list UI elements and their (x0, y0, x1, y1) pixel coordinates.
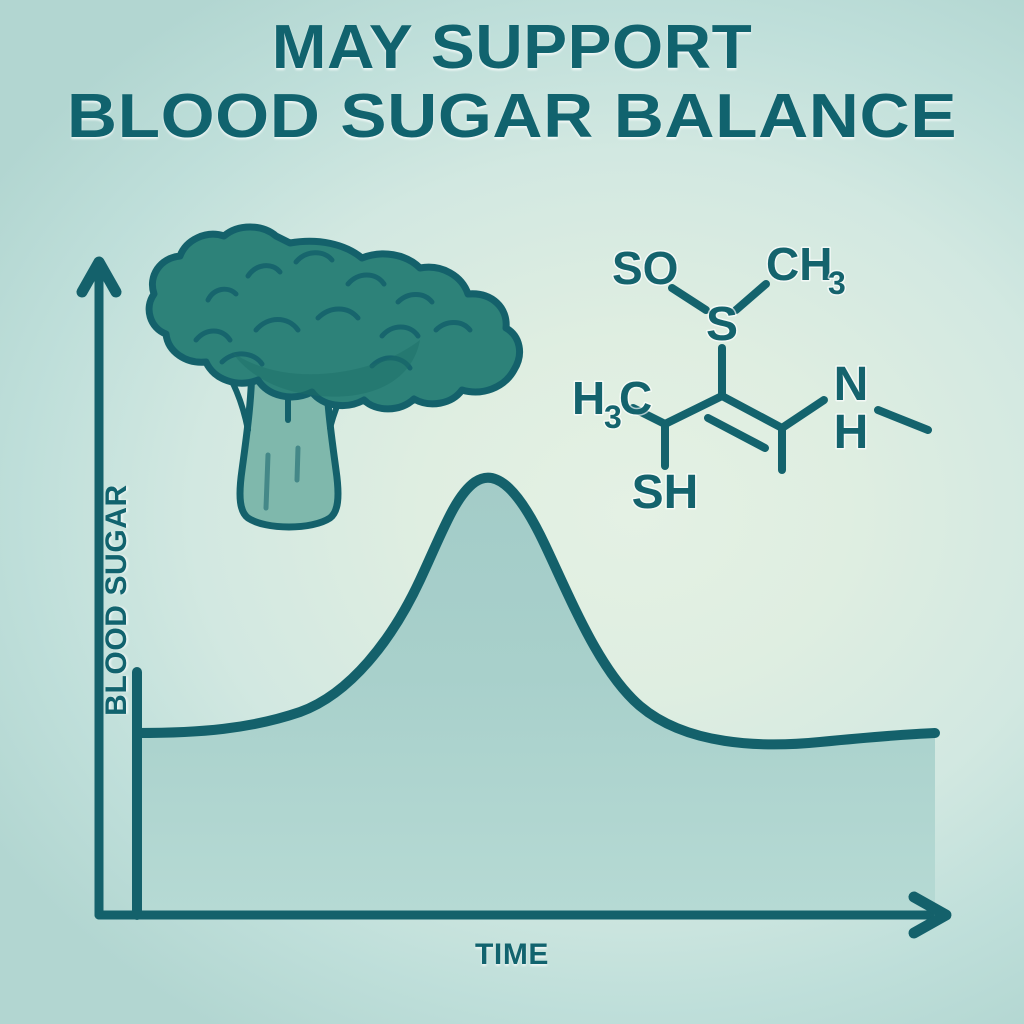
label-ch3: CH (766, 238, 832, 290)
broccoli-bump-8 (315, 306, 361, 321)
x-axis-label: TIME (474, 938, 550, 971)
broccoli-bump-5 (395, 292, 435, 305)
broccoli-bump-3 (293, 250, 335, 265)
title-line-2: BLOOD SUGAR BALANCE (66, 82, 958, 152)
broccoli-bump-2 (245, 263, 283, 279)
y-axis-arrowhead-icon (76, 256, 122, 298)
label-h3c-h: H (572, 372, 605, 424)
label-so: SO (612, 242, 678, 294)
broccoli-floret-mass (145, 223, 524, 413)
bond-chleft-h3c (629, 404, 669, 428)
label-h3c-c: C (619, 372, 652, 424)
bond-n-tail (874, 406, 932, 434)
title-line-1: MAY SUPPORT (271, 13, 753, 82)
broccoli-bump-11 (219, 351, 265, 367)
broccoli-bump-1 (205, 286, 239, 303)
bond-so-s (668, 284, 710, 314)
molecule-bonds (629, 280, 932, 474)
bond-c-n (778, 396, 828, 432)
broccoli-floret-shadow (232, 340, 420, 397)
x-axis-arrowhead-icon (908, 891, 952, 939)
broccoli-icon (145, 223, 524, 531)
bond-double-outer (718, 392, 786, 432)
label-n: N (834, 358, 869, 411)
broccoli-stalk-crease-2 (294, 445, 301, 483)
bond-ch3-s (732, 280, 770, 314)
broccoli-bump-7 (253, 317, 301, 333)
label-ch3-subscript: 3 (828, 265, 846, 301)
label-h3c-subscript: 3 (604, 399, 622, 435)
broccoli-bump-4 (345, 272, 387, 287)
page-title: MAY SUPPORT BLOOD SUGAR BALANCE (0, 13, 1024, 152)
molecule-labels: SO CH 3 S H 3 C SH N H (571, 237, 870, 521)
label-s: S (706, 298, 738, 351)
label-sh: SH (632, 466, 699, 519)
bond-c-chleft (661, 392, 726, 428)
broccoli-bump-12 (369, 355, 413, 371)
broccoli-bump-10 (433, 320, 473, 333)
blood-sugar-curve (132, 472, 940, 750)
label-h: H (834, 406, 869, 459)
broccoli-bump-6 (193, 328, 233, 343)
broccoli-bump-9 (379, 324, 421, 339)
broccoli-stalk-crease-1 (263, 452, 271, 511)
chart-area-fill (137, 477, 935, 915)
bond-double-inner (704, 414, 769, 452)
